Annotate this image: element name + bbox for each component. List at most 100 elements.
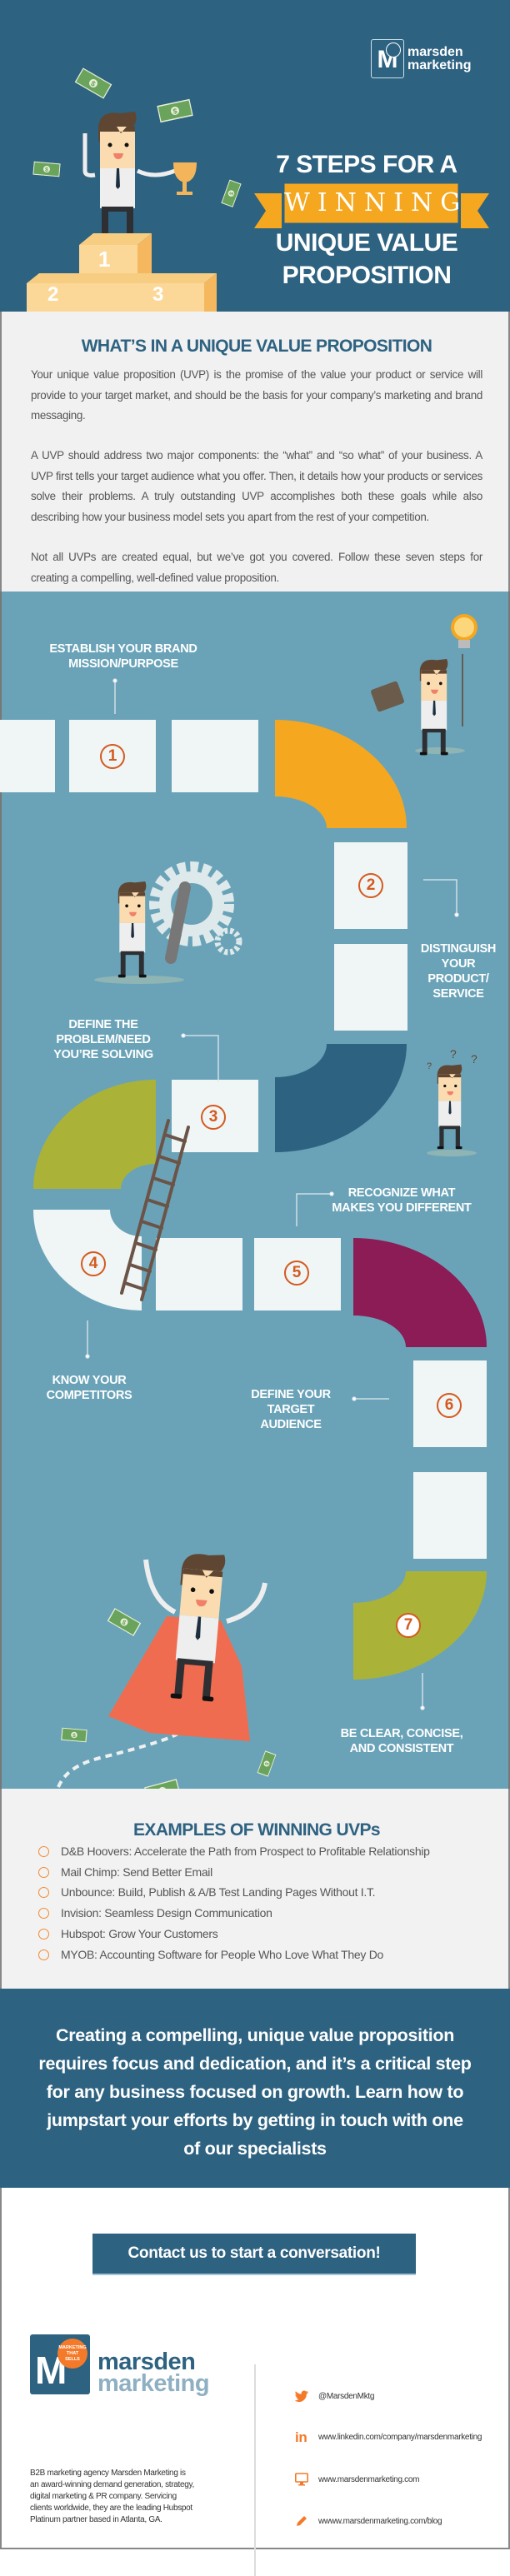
example-item: Mail Chimp: Send Better Email	[38, 1862, 212, 1883]
svg-text:?: ?	[471, 1052, 478, 1066]
step-label-line: BE CLEAR, CONCISE,	[340, 1727, 463, 1740]
step-label-line: PROBLEM/NEED	[56, 1033, 151, 1046]
svg-text:?: ?	[450, 1047, 457, 1061]
cta-line: Creating a compelling, unique value prop…	[55, 2025, 455, 2045]
step-label-line: DEFINE YOUR	[251, 1388, 331, 1401]
footer-logo[interactable]: M MARKETING THAT SELLS marsden marketing	[30, 2334, 210, 2396]
briefcase-icon	[371, 681, 404, 712]
title-line-3: PROPOSITION	[282, 262, 452, 289]
step-6-number-badge: 6	[437, 1393, 462, 1418]
example-item: Invision: Seamless Design Communication	[38, 1903, 272, 1924]
confused-businessman: ? ? ?	[427, 1047, 478, 1156]
svg-text:?: ?	[427, 1061, 432, 1071]
step-5-number-badge: 5	[284, 1261, 309, 1286]
intro-heading: WHAT’S IN A UNIQUE VALUE PROPOSITION	[81, 337, 432, 356]
bullet-circle-icon	[38, 1928, 49, 1939]
contact-linkedin[interactable]: in www.linkedin.com/company/marsdenmarke…	[295, 2430, 482, 2444]
contact-text[interactable]: www.marsdenmarketing.com	[318, 2474, 420, 2484]
step-label-line: MISSION/PURPOSE	[68, 657, 178, 671]
step-3-number-badge: 3	[201, 1105, 226, 1130]
bullet-circle-icon	[38, 1866, 49, 1878]
cta-line: jumpstart your efforts by getting in tou…	[47, 2110, 463, 2130]
intro-paragraph: Your unique value proposition (UVP) is t…	[31, 368, 482, 422]
examples-section: EXAMPLES OF WINNING UVPs D&B Hoovers: Ac…	[0, 1789, 510, 1989]
podium-number-3: 3	[152, 283, 164, 306]
cta-text: Creating a compelling, unique value prop…	[33, 2021, 477, 2163]
money-bill-icon	[61, 1727, 88, 1743]
step-label-line: DEFINE THE	[68, 1018, 138, 1031]
step-label-line: YOUR	[441, 957, 476, 971]
linkedin-icon: in	[295, 2429, 308, 2445]
example-item: Hubspot: Grow Your Customers	[38, 1924, 218, 1944]
contact-twitter[interactable]: @MarsdenMktg	[295, 2390, 374, 2402]
bullet-circle-icon	[38, 1887, 49, 1899]
cta-section: Creating a compelling, unique value prop…	[0, 1989, 510, 2188]
monitor-icon	[295, 2473, 308, 2486]
example-text: MYOB: Accounting Software for People Who…	[61, 1947, 383, 1961]
contact-text[interactable]: www.linkedin.com/company/marsdenmarketin…	[318, 2433, 482, 2442]
header-banner: M marsden marketing 1 2 3 7 STEPS FOR A	[0, 0, 510, 312]
winner-illustration	[27, 67, 242, 312]
board-tile	[156, 1238, 242, 1310]
example-item: Unbounce: Build, Publish & A/B Test Land…	[38, 1882, 376, 1903]
contact-text[interactable]: @MarsdenMktg	[318, 2391, 375, 2401]
board-curve-orange	[275, 720, 407, 828]
intro-section: WHAT’S IN A UNIQUE VALUE PROPOSITION You…	[0, 312, 510, 592]
step-7-number-badge: 7	[396, 1613, 421, 1638]
logo-badge: MARKETING THAT SELLS	[58, 2339, 88, 2369]
bullet-circle-icon	[38, 1846, 49, 1857]
step-label-line: PRODUCT/	[428, 972, 489, 986]
contact-text[interactable]: wwww.marsdenmarketing.com/blog	[318, 2516, 442, 2526]
step-2-number-badge: 2	[358, 873, 383, 898]
title-line-1: 7 STEPS FOR A	[276, 151, 458, 178]
step-label-line: ESTABLISH YOUR BRAND	[49, 642, 198, 656]
step-label-line: AND CONSISTENT	[349, 1742, 454, 1755]
winning-ribbon: WINNING	[254, 183, 489, 228]
logo-mark: M MARKETING THAT SELLS	[30, 2334, 90, 2394]
lightbulb-businessman	[371, 614, 478, 756]
footer-divider	[254, 2364, 256, 2576]
logo-text-line2: marketing	[408, 57, 472, 72]
gear-icon	[214, 927, 242, 956]
example-text: Mail Chimp: Send Better Email	[61, 1865, 212, 1879]
money-bill-icon	[107, 1608, 142, 1636]
board-curve-olive	[33, 1080, 156, 1189]
money-bill-icon	[257, 1750, 277, 1777]
logo-text-line1: marsden	[408, 44, 463, 59]
contact-button[interactable]: Contact us to start a conversation!	[92, 2234, 416, 2275]
about-line: an award-winning demand generation, stra…	[30, 2480, 194, 2489]
title-line-2: UNIQUE VALUE	[275, 229, 458, 257]
board-curve-magenta	[353, 1238, 487, 1347]
gear-wrench-businessman	[94, 861, 242, 984]
contact-website[interactable]: www.marsdenmarketing.com	[295, 2473, 419, 2486]
board-curve-navy	[275, 1044, 407, 1152]
pencil-icon	[297, 2516, 307, 2526]
example-item: MYOB: Accounting Software for People Who…	[38, 1944, 383, 1965]
step-label-line: TARGET	[267, 1403, 315, 1416]
contact-blog[interactable]: wwww.marsdenmarketing.com/blog	[295, 2514, 442, 2528]
brand-logo[interactable]: M marsden marketing	[371, 39, 471, 78]
step-label-line: KNOW YOUR	[52, 1374, 127, 1387]
intro-paragraph: Not all UVPs are created equal, but we’v…	[31, 551, 482, 584]
example-text: Hubspot: Grow Your Customers	[61, 1926, 218, 1940]
ladder-icon	[120, 1119, 190, 1301]
step-7-label: BE CLEAR, CONCISE, AND CONSISTENT	[341, 1726, 463, 1756]
step-label-line: MAKES YOU DIFFERENT	[332, 1201, 472, 1215]
step-1-number-badge: 1	[100, 744, 125, 769]
example-text: Invision: Seamless Design Communication	[61, 1906, 272, 1920]
cta-line: for any business focused on growth. Lear…	[46, 2082, 464, 2102]
twitter-icon	[295, 2390, 308, 2402]
company-description: B2B marketing agency Marsden Marketing i…	[30, 2468, 194, 2526]
superhero-businessman	[57, 1551, 277, 1791]
cta-line: of our specialists	[183, 2139, 327, 2159]
example-text: Unbounce: Build, Publish & A/B Test Land…	[61, 1885, 376, 1900]
gear-icon	[149, 861, 234, 946]
bullet-circle-icon	[38, 1949, 49, 1960]
step-label-line: RECOGNIZE WHAT	[348, 1186, 456, 1200]
podium-number-2: 2	[48, 283, 59, 306]
